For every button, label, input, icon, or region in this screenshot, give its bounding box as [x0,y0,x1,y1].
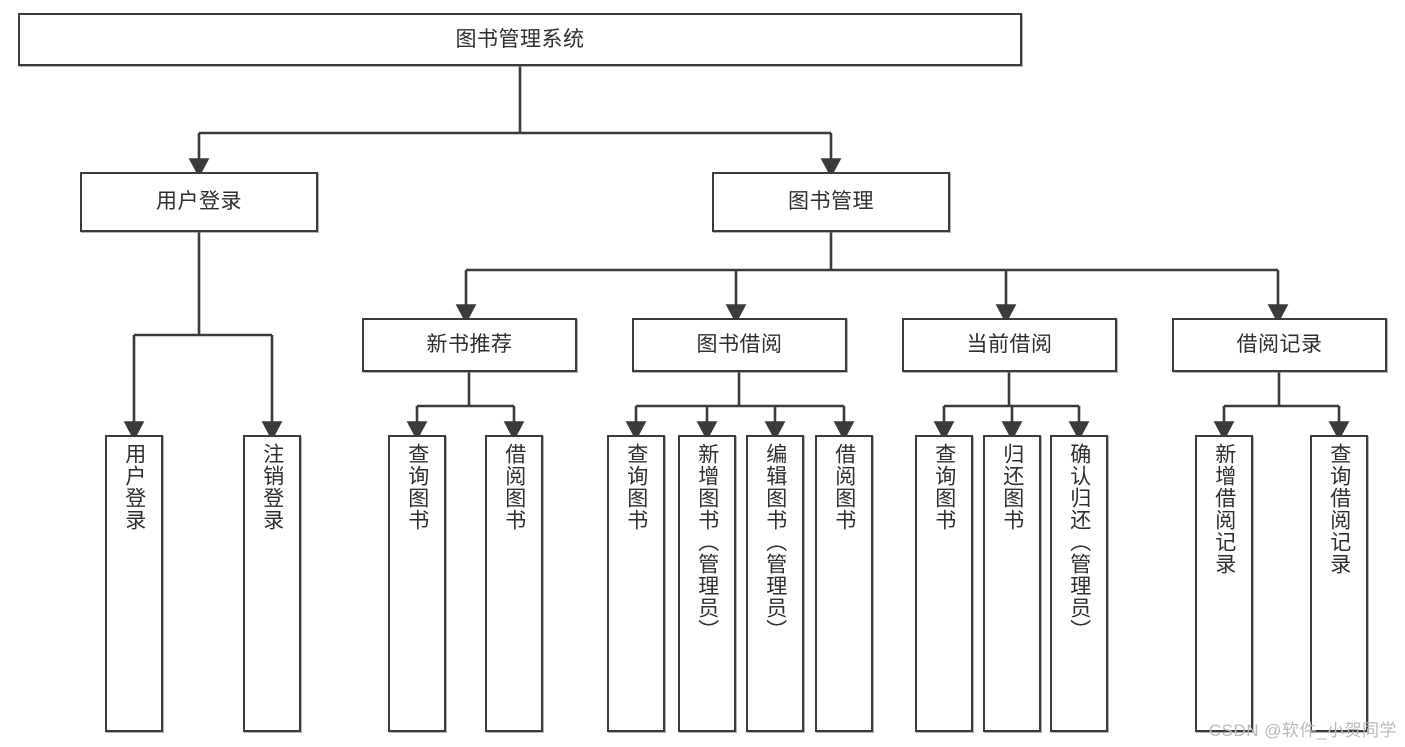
node-leaf-add-book-label: 新增图书（管理员） [695,443,719,641]
node-new-book-recommend-label: 新书推荐 [426,333,513,357]
node-leaf-query-record[interactable]: 查询借阅记录 [1310,435,1368,732]
node-leaf-add-record[interactable]: 新增借阅记录 [1195,435,1253,732]
node-leaf-edit-book-label: 编辑图书（管理员） [763,443,787,641]
node-leaf-query-book-3-label: 查询图书 [932,443,956,531]
node-new-book-recommend[interactable]: 新书推荐 [362,318,577,372]
node-book-borrow-label: 图书借阅 [696,333,783,357]
node-borrow-record[interactable]: 借阅记录 [1172,318,1387,372]
node-book-manage-label: 图书管理 [788,190,874,214]
node-leaf-borrow-book-1-label: 借阅图书 [502,443,526,531]
node-leaf-edit-book[interactable]: 编辑图书（管理员） [746,435,804,732]
csdn-watermark: CSDN @软件_小贺同学 [1208,721,1397,740]
node-leaf-user-login[interactable]: 用户登录 [105,435,163,732]
node-current-borrow-label: 当前借阅 [966,333,1053,357]
node-leaf-user-login-label: 用户登录 [122,443,146,531]
node-leaf-query-book-1-label: 查询图书 [405,443,429,531]
node-leaf-return-book[interactable]: 归还图书 [983,435,1041,732]
node-leaf-borrow-book-2[interactable]: 借阅图书 [815,435,873,732]
node-user-login[interactable]: 用户登录 [80,172,318,232]
node-leaf-logout-label: 注销登录 [260,443,284,531]
node-leaf-confirm-return[interactable]: 确认归还（管理员） [1050,435,1108,732]
node-leaf-query-book-2-label: 查询图书 [624,443,648,531]
node-leaf-query-book-1[interactable]: 查询图书 [388,435,446,732]
node-user-login-label: 用户登录 [156,190,242,214]
node-leaf-add-record-label: 新增借阅记录 [1212,443,1236,575]
node-current-borrow[interactable]: 当前借阅 [902,318,1117,372]
node-borrow-record-label: 借阅记录 [1236,333,1323,357]
node-root[interactable]: 图书管理系统 [18,13,1022,66]
node-leaf-borrow-book-1[interactable]: 借阅图书 [485,435,543,732]
node-leaf-query-book-3[interactable]: 查询图书 [915,435,973,732]
node-leaf-query-record-label: 查询借阅记录 [1327,443,1351,575]
node-book-borrow[interactable]: 图书借阅 [632,318,847,372]
node-book-manage[interactable]: 图书管理 [712,172,950,232]
node-root-label: 图书管理系统 [455,27,585,51]
node-leaf-query-book-2[interactable]: 查询图书 [607,435,665,732]
node-leaf-confirm-return-label: 确认归还（管理员） [1067,443,1091,641]
node-leaf-borrow-book-2-label: 借阅图书 [832,443,856,531]
node-leaf-return-book-label: 归还图书 [1000,443,1024,531]
node-leaf-add-book[interactable]: 新增图书（管理员） [678,435,736,732]
node-leaf-logout[interactable]: 注销登录 [243,435,301,732]
